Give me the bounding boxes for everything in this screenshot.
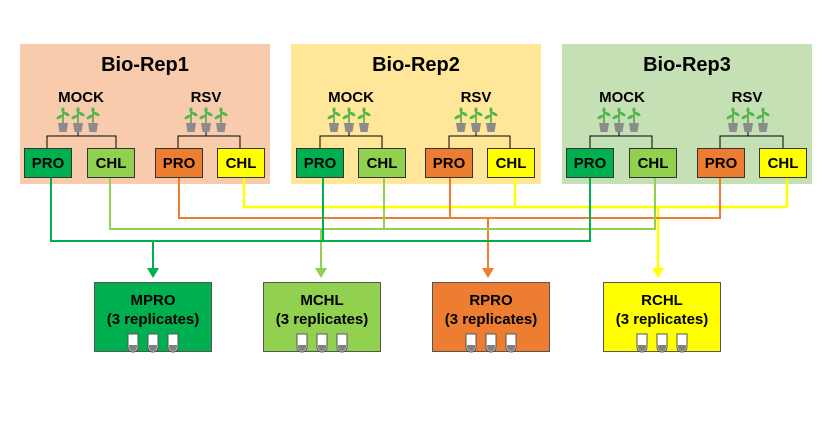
plant-pot-icon [183,106,229,133]
panel-title: Bio-Rep3 [643,54,731,76]
rep1-rsv-pro: PRO [155,148,203,178]
plant-pot-icon [453,106,499,133]
rep2-mock-pro: PRO [296,148,344,178]
plant-pot-icon [55,106,101,133]
wire-mchl [109,178,656,278]
rep3-rsv-chl: CHL [759,148,807,178]
rep3-mock-pro: PRO [566,148,614,178]
rep1-mock-chl: CHL [87,148,135,178]
mock-label: MOCK [599,89,645,106]
result-note: (3 replicates) [444,311,538,328]
plant-pot-icon [326,106,372,133]
result-note: (3 replicates) [615,311,709,328]
rep3-mock-chl: CHL [629,148,677,178]
rep2-rsv-chl: CHL [487,148,535,178]
result-name: MCHL [300,292,344,309]
sample-tube-icon [636,333,688,353]
rsv-label: RSV [190,89,222,106]
result-name: RPRO [469,292,513,309]
rep1-rsv-chl: CHL [217,148,265,178]
plant-pot-icon [596,106,642,133]
wire-mpro [50,178,591,278]
result-note: (3 replicates) [106,311,200,328]
result-mchl: MCHL (3 replicates) [263,282,381,353]
rep1-mock-pro: PRO [24,148,72,178]
wire-rpro [178,178,721,278]
bracket-lines [46,132,784,148]
sample-tube-icon [127,333,179,353]
result-note: (3 replicates) [275,311,369,328]
result-mpro: MPRO (3 replicates) [94,282,212,353]
sample-tube-icon [296,333,348,353]
result-name: RCHL [641,292,683,309]
result-rpro: RPRO (3 replicates) [432,282,550,353]
panel-title: Bio-Rep2 [372,54,460,76]
mock-label: MOCK [328,89,374,106]
mock-label: MOCK [58,89,104,106]
rep2-rsv-pro: PRO [425,148,473,178]
rep3-rsv-pro: PRO [697,148,745,178]
result-rchl: RCHL (3 replicates) [603,282,721,353]
plant-pot-icon [725,106,771,133]
rsv-label: RSV [731,89,763,106]
panel-title: Bio-Rep1 [101,54,189,76]
sample-tube-icon [465,333,517,353]
rsv-label: RSV [460,89,492,106]
rep2-mock-chl: CHL [358,148,406,178]
result-name: MPRO [130,292,176,309]
